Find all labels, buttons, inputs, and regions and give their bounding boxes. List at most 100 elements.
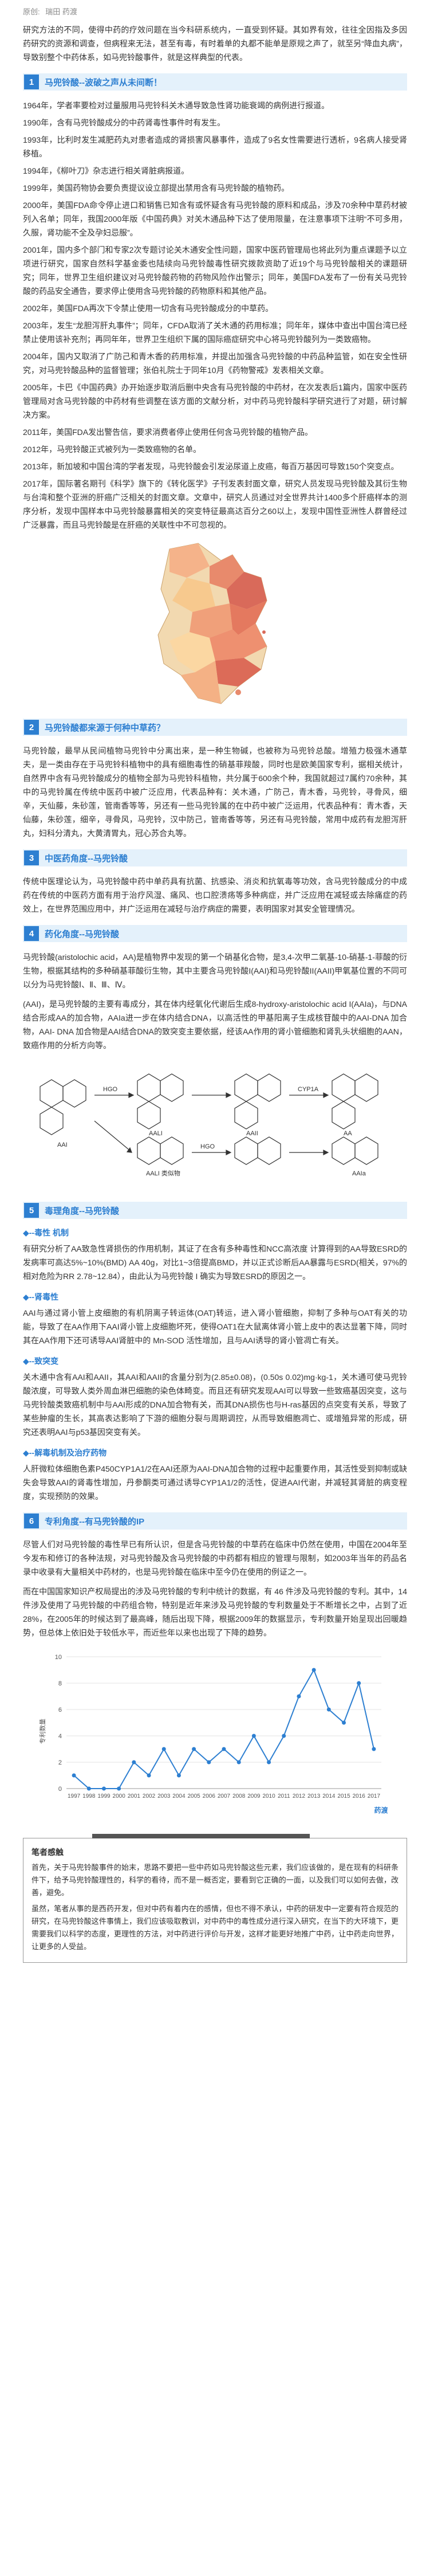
section-header-2: 2 马兜铃酸都来源于何种中草药？ [23, 719, 407, 736]
chart-y-tick-label: 0 [58, 1786, 61, 1793]
timeline-list: 1964年，学者率要检对过量服用马兜铃科关木通导致急性肾功能衰竭的病例进行报道。… [23, 99, 407, 532]
chart-x-tick-label: 2017 [367, 1793, 380, 1799]
chart-data-point [371, 1747, 376, 1751]
chart-x-tick-label: 2013 [307, 1793, 321, 1799]
chart-x-tick-label: 2016 [352, 1793, 365, 1799]
chart-data-point [281, 1734, 286, 1738]
note-tab-bar [92, 1834, 310, 1838]
section-6-paragraph-2: 而在中国国家知识产权局提出的涉及马兜铃酸的专利中统计的数据，有 46 件涉及马兜… [23, 1587, 407, 1637]
label-aali: AALI [149, 1130, 163, 1137]
section-number: 6 [24, 1514, 39, 1528]
chart-x-tick-label: 2000 [112, 1793, 125, 1799]
section-title: 马兜铃酸--波破之声从未间断！ [45, 77, 162, 88]
chart-data-point [72, 1773, 76, 1778]
section-title: 专利角度--有马兜铃酸的IP [45, 1516, 145, 1527]
subsection-title: ◆--致突变 [23, 1356, 59, 1366]
timeline-item: 1990年，含有马兜铃酸成分的中药肾毒性事件时有发生。 [23, 118, 226, 127]
chart-y-tick-label: 10 [54, 1654, 61, 1661]
chart-data-point [101, 1786, 106, 1791]
timeline-item: 2017年，国际著名期刊《科学》旗下的《转化医学》子刊发表封面文章，研究人员发现… [23, 479, 407, 530]
label-hgo-2: HGO [200, 1143, 215, 1150]
label-aala: AAIa [352, 1170, 366, 1177]
chart-data-point [191, 1747, 196, 1751]
chart-x-tick-label: 2009 [247, 1793, 261, 1799]
chart-data-point [147, 1773, 151, 1778]
chart-x-tick-label: 2005 [187, 1793, 200, 1799]
label-aa: AA [344, 1130, 352, 1137]
chart-x-tick-label: 2011 [278, 1793, 290, 1799]
section-title: 马兜铃酸都来源于何种中草药？ [45, 723, 165, 733]
chart-x-tick-label: 1999 [97, 1793, 111, 1799]
section-number: 1 [24, 75, 39, 89]
timeline-item: 1994年，《柳叶刀》杂志进行相关肾脏病报道。 [23, 166, 190, 175]
timeline-item: 2002年，美国FDA再次下令禁止使用一切含有马兜铃酸成分的中草药。 [23, 304, 274, 313]
section-header-3: 3 中医药角度--马兜铃酸 [23, 849, 407, 866]
section-2-paragraph: 马兜铃酸，最早从民间植物马兜铃中分离出来，是一种生物碱，也被称为马兜铃总酸。增殖… [23, 746, 407, 838]
chart-data-point [206, 1760, 211, 1765]
note-title: 笔者感触 [31, 1848, 64, 1857]
section-4-paragraph-2: (AAI)，是马兜铃酸的主要有毒成分，其在体内经氧化代谢后生成8-hydroxy… [23, 999, 407, 1050]
chart-data-point [86, 1786, 91, 1791]
timeline-item: 2001年，国内多个部门和专家2次专题讨论关木通安全性问题，国家中医药管理局也将… [23, 245, 407, 296]
chart-data-point [296, 1694, 301, 1699]
chart-x-tick-label: 2002 [142, 1793, 155, 1799]
chart-data-point [341, 1720, 346, 1725]
meta-label: 原创: [23, 7, 40, 16]
timeline-item: 2004年，国内又取消了广防己和青木香的药用标准，并提出加强含马兜铃酸的中药品种… [23, 352, 407, 375]
article-body: 研究方法的不同，使得中药的疗效问题在当今科研系统内，一直受到怀疑。其如界有效，往… [0, 23, 430, 1963]
chart-data-point [326, 1707, 331, 1712]
timeline-item: 1964年，学者率要检对过量服用马兜铃科关木通导致急性肾功能衰竭的病例进行报道。 [23, 101, 330, 110]
chart-y-tick-label: 4 [58, 1733, 61, 1740]
timeline-item: 2013年，新加坡和中国台湾的学者发现，马兜铃酸会引发泌尿道上皮癌，每百万基因可… [23, 462, 399, 471]
chart-data-point [161, 1747, 166, 1751]
chart-data-point [356, 1681, 361, 1685]
label-aaii: AAII [246, 1130, 258, 1137]
subsection-paragraph: AAI与通过肾小管上皮细胞的有机阴离子转运体(OAT)转运，进入肾小管细胞，抑制… [23, 1308, 407, 1345]
article-meta: 原创: 瑞田 药渡 [0, 0, 430, 17]
chart-x-tick-label: 2001 [127, 1793, 140, 1799]
chart-data-point [251, 1734, 256, 1738]
subsection-title: ◆--肾毒性 [23, 1292, 59, 1301]
chart-x-tick-label: 2014 [322, 1793, 336, 1799]
subsection-title: ◆--毒性 机制 [23, 1228, 69, 1237]
chart-data-point [222, 1747, 226, 1751]
section-4-paragraph-1: 马兜铃酸(aristolochic acid，AA)是植物界中发现的第一个硝基化… [23, 952, 407, 989]
chart-data-point [116, 1786, 121, 1791]
chart-data-point [311, 1668, 316, 1672]
section-number: 2 [24, 720, 39, 735]
timeline-item: 2012年，马兜铃酸正式被列为一类致癌物的名单。 [23, 445, 202, 454]
metabolism-diagram: AAI AALI AAII AA AALI 类似物 AAIa HGO CYP1A… [40, 1073, 378, 1177]
author-note-box: 笔者感触 首先，关于马兜铃酸事件的始末，思路不要把一些中药如马兜铃酸这些元素，我… [23, 1834, 407, 1963]
section-header-4: 4 药化角度--马兜铃酸 [23, 925, 407, 942]
subsection-paragraph: 关木通中含有AAI和AAII，其AAI和AAII的含量分别为(2.85±0.08… [23, 1373, 407, 1437]
label-cyp1a: CYP1A [298, 1086, 319, 1093]
subsection-paragraph: 人肝微粒体细胞色素P450CYP1A1/2在AAI还原为AAI-DNA加合物的过… [23, 1464, 407, 1501]
section-6-paragraph-1: 尽管人们对马兜铃酸的毒性早已有所认识，但是含马兜铃酸的中草药在临床中仍然在使用，… [23, 1540, 407, 1577]
subsection-paragraph: 有研究分析了AA致急性肾损伤的作用机制，其证了在含有多种毒性和NCC高浓度 计算… [23, 1244, 407, 1281]
chart-y-tick-label: 6 [58, 1707, 61, 1714]
section-header-5: 5 毒理角度--马兜铃酸 [23, 1202, 407, 1219]
timeline-item: 2005年，卡巴《中国药典》办开始逐步取消后删中央含有马兜铃酸的中药材，在次发表… [23, 383, 407, 419]
chart-series-line [73, 1668, 374, 1789]
note-paragraph: 虽然，笔者从事的是西药开发，但对中药有着内在的感情，但也不得不承认，中药的研发中… [31, 1904, 399, 1951]
chart-x-tick-label: 2015 [337, 1793, 350, 1799]
timeline-item: 1999年，美国药物协会要负责提议设立部提出禁用含有马兜铃酸的植物药。 [23, 183, 290, 193]
chart-y-tick-label: 8 [58, 1680, 61, 1687]
section-header-1: 1 马兜铃酸--波破之声从未间断！ [23, 73, 407, 91]
chart-data-point [236, 1760, 241, 1765]
meta-author[interactable]: 瑞田 药渡 [45, 7, 77, 16]
chart-x-tick-label: 2004 [172, 1793, 186, 1799]
timeline-item: 2000年，美国FDA命令停止进口和销售已知含有或怀疑含有马兜铃酸的原料和成品，… [23, 201, 407, 237]
section-3-paragraph: 传统中医理论认为，马兜铃酸中药中单药具有抗菌、抗感染、消炎和抗氧毒等功效，含马兜… [23, 877, 407, 913]
chart-data-point [176, 1773, 181, 1778]
section-number: 3 [24, 850, 39, 865]
chart-x-tick-label: 2006 [202, 1793, 215, 1799]
china-map-image [147, 538, 284, 709]
section-title: 中医药角度--马兜铃酸 [45, 853, 128, 864]
section-title: 毒理角度--马兜铃酸 [45, 1206, 119, 1216]
chart-x-tick-label: 2007 [217, 1793, 230, 1799]
timeline-item: 2003年，发生“龙胆泻肝丸事件”；同年，CFDA取消了关木通的药用标准；同年年… [23, 321, 407, 344]
intro-paragraph: 研究方法的不同，使得中药的疗效问题在当今科研系统内，一直受到怀疑。其如界有效，往… [23, 25, 407, 62]
chart-data-point [266, 1760, 271, 1765]
